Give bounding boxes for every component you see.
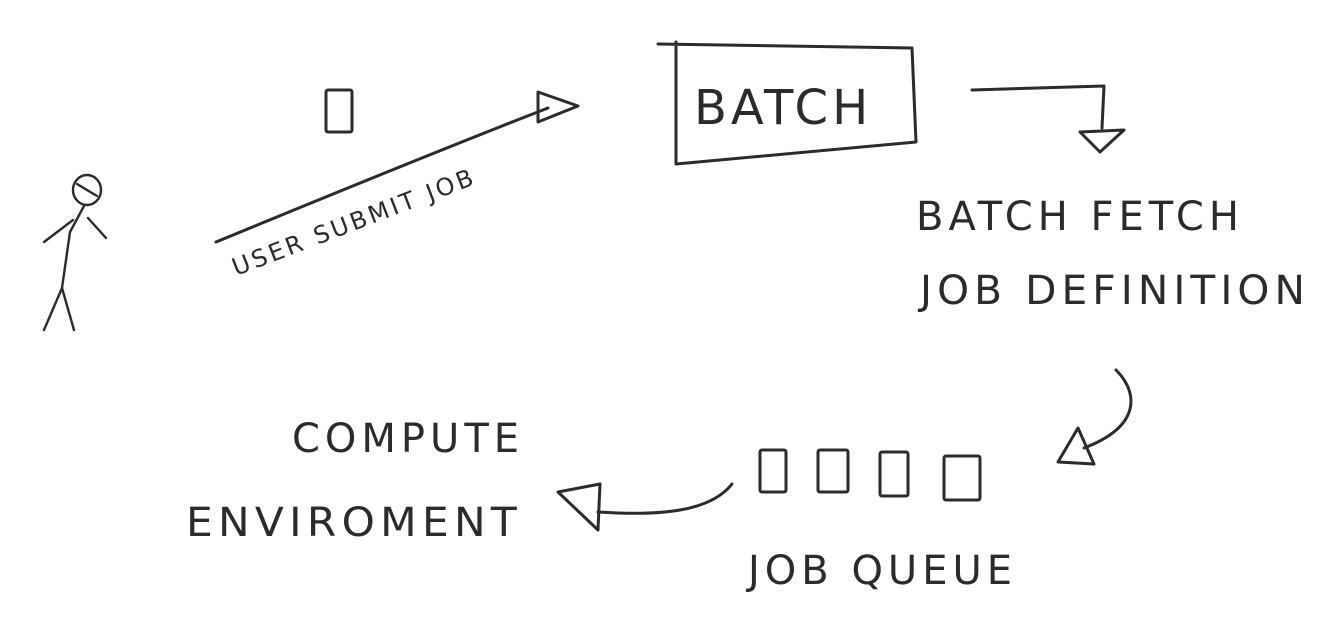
fetch-label-line1: BATCH FETCH [916,194,1244,240]
queue-slot-icon [758,448,788,494]
compute-label-line2: ENVIROMENT [186,500,522,546]
batch-label: BATCH [694,80,872,136]
compute-label-line1: COMPUTE [292,416,524,462]
job-queue-label: JOB QUEUE [745,548,1017,594]
stick-figure-icon [42,173,108,332]
job-document-icon [324,88,354,134]
fetch-to-queue-arrow [1056,368,1133,466]
queue-slot-icon [942,454,982,502]
batch-to-fetch-arrow [970,84,1126,154]
fetch-label-line2: JOB DEFINITION [917,268,1310,314]
submit-arrow [214,90,580,244]
batch-box [656,40,918,166]
queue-slot-icon [816,448,850,494]
queue-slot-icon [878,450,910,498]
job-queue-slots [758,448,982,502]
queue-to-compute-arrow [556,482,734,532]
